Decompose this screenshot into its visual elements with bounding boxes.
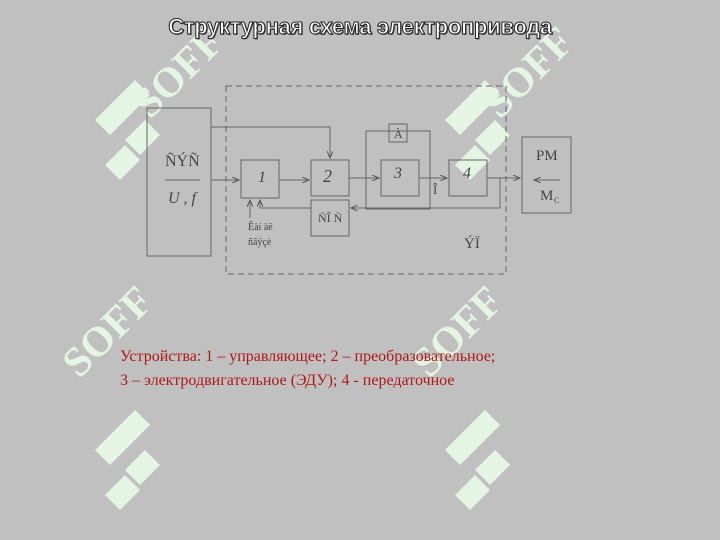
setpoint-block xyxy=(146,107,212,257)
block-1 xyxy=(240,159,280,199)
feedback-block xyxy=(310,199,350,237)
caption-line-1: Устройства: 1 – управляющее; 2 – преобра… xyxy=(120,348,496,365)
block-1-label: 1 xyxy=(258,169,266,186)
page-title: Структурная схема электропривода xyxy=(168,14,553,40)
edu-box xyxy=(365,130,431,210)
feedback-note-line2: ñâÿçè xyxy=(248,237,272,248)
feedback-label: ÑÎ Ñ xyxy=(318,211,343,225)
drive-label: ÝÏ xyxy=(464,235,480,252)
block-a xyxy=(388,123,408,143)
block-2-label: 2 xyxy=(323,166,332,186)
caption: Устройства: 1 – управляющее; 2 – преобра… xyxy=(120,345,495,393)
block-3-label: 3 xyxy=(393,165,402,182)
load-block xyxy=(521,136,572,214)
load-moment-subscript: C xyxy=(554,196,559,205)
setpoint-label: ÑÝÑ xyxy=(165,151,200,170)
caption-line-2: 3 – электродвигательное (ЭДУ); 4 - перед… xyxy=(120,372,455,389)
block-a-label: À xyxy=(394,127,403,141)
load-top-label: PM xyxy=(536,148,558,164)
feedback-note-line1: Êàí àë xyxy=(248,221,273,233)
setpoint-vars: U , f xyxy=(168,190,199,207)
load-moment-label: M xyxy=(540,188,553,204)
signal-label: Î xyxy=(433,182,438,197)
block-4-label: 4 xyxy=(463,165,471,182)
